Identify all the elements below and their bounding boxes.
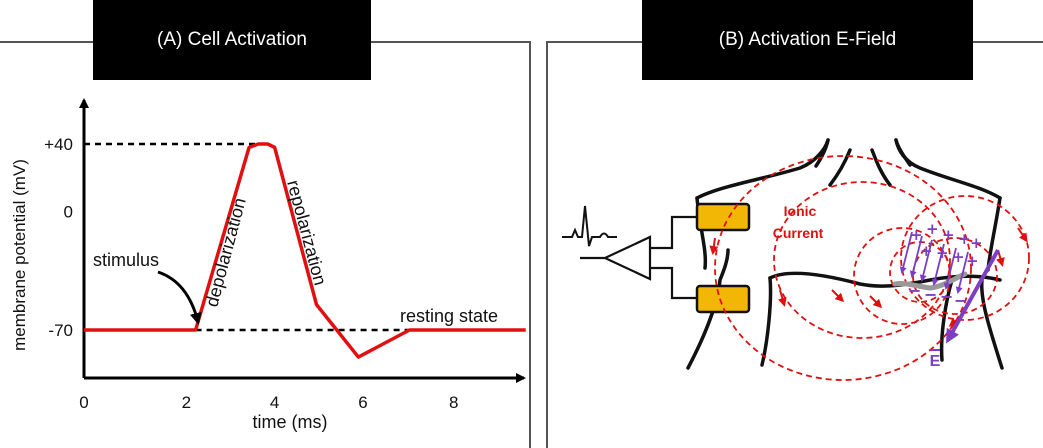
panel-a-frame: [0, 41, 531, 448]
panel-b-frame: [546, 41, 1043, 448]
svg-text:−: −: [954, 291, 967, 310]
svg-text:+: +: [920, 242, 933, 260]
svg-text:+: +: [970, 234, 983, 252]
efield-arrow: [946, 249, 1000, 344]
svg-text:−: −: [924, 285, 937, 304]
ionic-current-field-lines: [714, 155, 1030, 381]
x-tick-2: 2: [182, 393, 191, 412]
x-tick-0: 0: [79, 393, 88, 412]
charge-wavefront: [899, 231, 969, 294]
efield-label: E: [930, 353, 941, 370]
svg-text:+: +: [926, 220, 939, 238]
depolarization-label: depolarization: [202, 196, 250, 309]
stimulus-label: stimulus: [93, 250, 159, 270]
positive-charges: +++ +++ +++: [910, 220, 983, 270]
stimulus-arrow: [157, 270, 202, 325]
svg-text:−: −: [908, 281, 921, 300]
svg-text:+: +: [936, 244, 949, 262]
svg-text:+: +: [966, 252, 979, 270]
y-tick-plus40: +40: [44, 135, 73, 154]
electrode-bottom: [695, 284, 751, 314]
resting-state-label: resting state: [400, 306, 498, 326]
panel-b-title: (B) Activation E-Field: [642, 0, 973, 80]
heart-icon: [892, 271, 968, 291]
action-potential-series-0: [84, 142, 526, 359]
negative-charges: −−−−: [908, 281, 967, 310]
x-tick-4: 4: [270, 393, 279, 412]
electrode-top: [695, 202, 751, 232]
y-tick-minus70: -70: [48, 321, 73, 340]
repolarization-label: repolarization: [283, 178, 330, 288]
amplifier-icon: [580, 215, 697, 300]
ecg-trace-icon: [562, 205, 617, 247]
ionic-label-line2: Current: [773, 225, 824, 241]
y-tick-0: 0: [64, 203, 73, 222]
x-tick-6: 6: [358, 393, 367, 412]
svg-text:+: +: [910, 226, 923, 244]
svg-text:+: +: [958, 230, 971, 248]
svg-text:+: +: [952, 248, 965, 266]
x-axis-label: time (ms): [253, 412, 328, 432]
action-potential-chart: 0 2 4 6 8 +40 0 -70 membrane potential (mV) tim…: [10, 98, 526, 432]
y-axis-label: membrane potential (mV): [10, 159, 29, 351]
torso-diagram: Ionic Current +++ +++ +++ −−−− E: [562, 138, 1030, 381]
ionic-label-line1: Ionic: [784, 203, 817, 219]
x-tick-8: 8: [449, 393, 458, 412]
svg-text:+: +: [942, 226, 955, 244]
svg-text:−: −: [940, 287, 953, 306]
panel-a-title: (A) Cell Activation: [93, 0, 371, 80]
